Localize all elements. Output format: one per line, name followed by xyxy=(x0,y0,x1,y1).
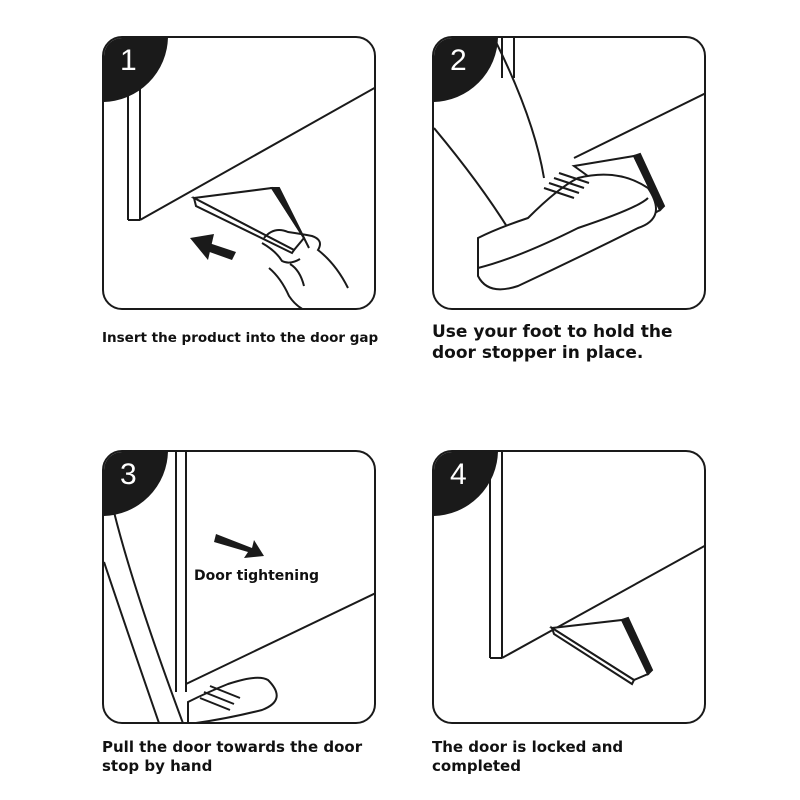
door-tightening-label: Door tightening xyxy=(194,568,320,584)
step-1-illustration xyxy=(127,78,374,308)
step-4-number: 4 xyxy=(450,458,467,491)
step-2-caption: Use your foot to hold the door stopper i… xyxy=(432,322,673,364)
step-4-panel: 4 xyxy=(432,450,706,724)
step-4-caption: The door is locked and completed xyxy=(432,738,624,775)
hand-icon xyxy=(261,229,349,308)
step-1-caption: Insert the product into the door gap xyxy=(102,330,379,346)
door-stopper-icon xyxy=(190,186,310,255)
step-2-number: 2 xyxy=(450,44,467,77)
step-2-panel: 2 xyxy=(432,36,706,310)
arrow-icon xyxy=(190,234,236,260)
step-1-panel: 1 xyxy=(102,36,376,310)
step-3-caption: Pull the door towards the door stop by h… xyxy=(102,738,363,775)
step-3-number: 3 xyxy=(120,458,137,491)
shoe-icon xyxy=(477,172,657,291)
shoe-icon xyxy=(187,676,278,722)
step-3-panel: Door tightening 3 xyxy=(102,450,376,724)
step-1-number: 1 xyxy=(120,44,137,77)
door-stopper-icon xyxy=(549,616,654,686)
arrow-icon xyxy=(214,534,264,558)
step-2-illustration xyxy=(434,38,704,291)
step-4-illustration xyxy=(489,452,704,686)
step-3-illustration xyxy=(104,452,374,722)
